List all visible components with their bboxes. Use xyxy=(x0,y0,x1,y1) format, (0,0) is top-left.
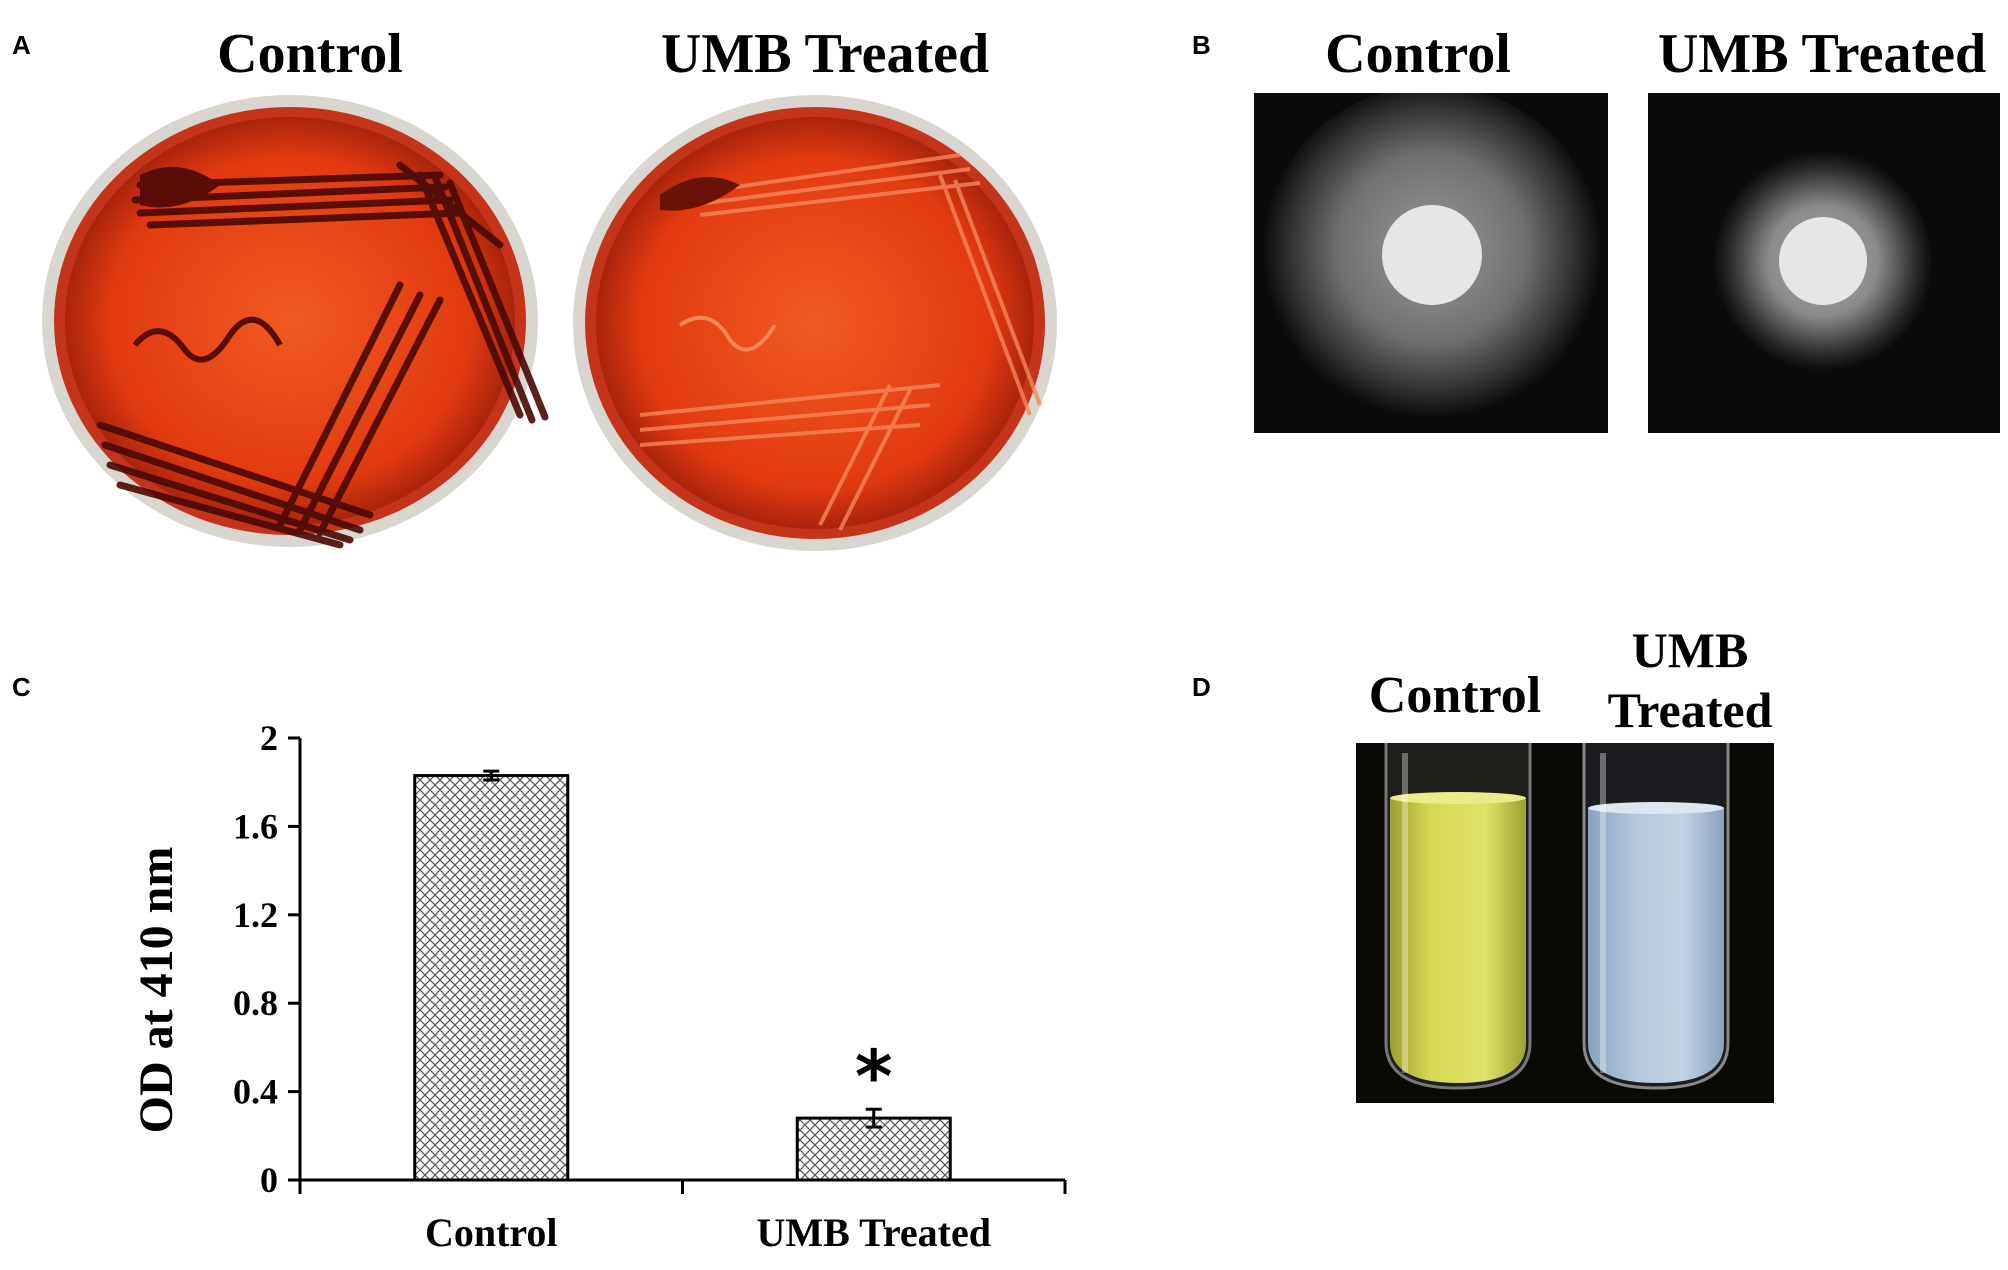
umb-treated-plate xyxy=(573,95,1057,551)
panel-b-umb-treated-halo-image xyxy=(1648,93,2000,433)
panel-c-letter: C xyxy=(12,672,31,702)
y-tick-label: 2 xyxy=(260,718,278,758)
control-plate xyxy=(42,95,549,549)
panel-b-control-label: Control xyxy=(1325,23,1511,85)
significance-asterisk: * xyxy=(855,1034,893,1118)
control-tube xyxy=(1384,743,1532,1090)
chart-axes: 0 0.4 0.8 1.2 1.6 2 xyxy=(233,718,1067,1200)
x-category-label-1: Control xyxy=(425,1210,558,1255)
panel-b-control-halo-image xyxy=(1254,93,1608,433)
panel-d-control-label: Control xyxy=(1368,667,1542,724)
panel-a-control-label: Control xyxy=(217,23,403,85)
panel-d-treated-label-line2: Treated xyxy=(1607,682,1773,738)
chart-bars xyxy=(413,769,952,1182)
y-tick-label: 0.8 xyxy=(233,983,278,1023)
y-tick-label: 1.2 xyxy=(233,895,278,935)
bar-1 xyxy=(413,774,570,1182)
y-axis-label: OD at 410 nm xyxy=(130,847,183,1134)
y-tick-label: 0 xyxy=(260,1160,278,1200)
panel-c-bar-chart: OD at 410 nm 0 0.4 0.8 1.2 1.6 2 Control UMB T… xyxy=(130,718,1067,1255)
y-tick-label: 0.4 xyxy=(233,1072,278,1112)
umb-treated-tube xyxy=(1582,743,1730,1090)
panel-a-umb-treated-label: UMB Treated xyxy=(660,23,990,85)
x-category-label-2: UMB Treated xyxy=(757,1210,991,1255)
panel-b-letter: B xyxy=(1192,30,1211,60)
panel-b-umb-treated-label: UMB Treated xyxy=(1657,23,1987,85)
chart-labels: Control UMB Treated * xyxy=(425,1034,991,1255)
y-tick-label: 1.6 xyxy=(233,806,278,846)
panel-d-letter: D xyxy=(1192,672,1211,702)
panel-d-test-tubes-image xyxy=(1356,743,1774,1103)
panel-a-letter: A xyxy=(12,30,31,60)
panel-a-agar-plates-image xyxy=(42,95,1057,551)
panel-d-umb-label-line1: UMB xyxy=(1631,622,1749,678)
